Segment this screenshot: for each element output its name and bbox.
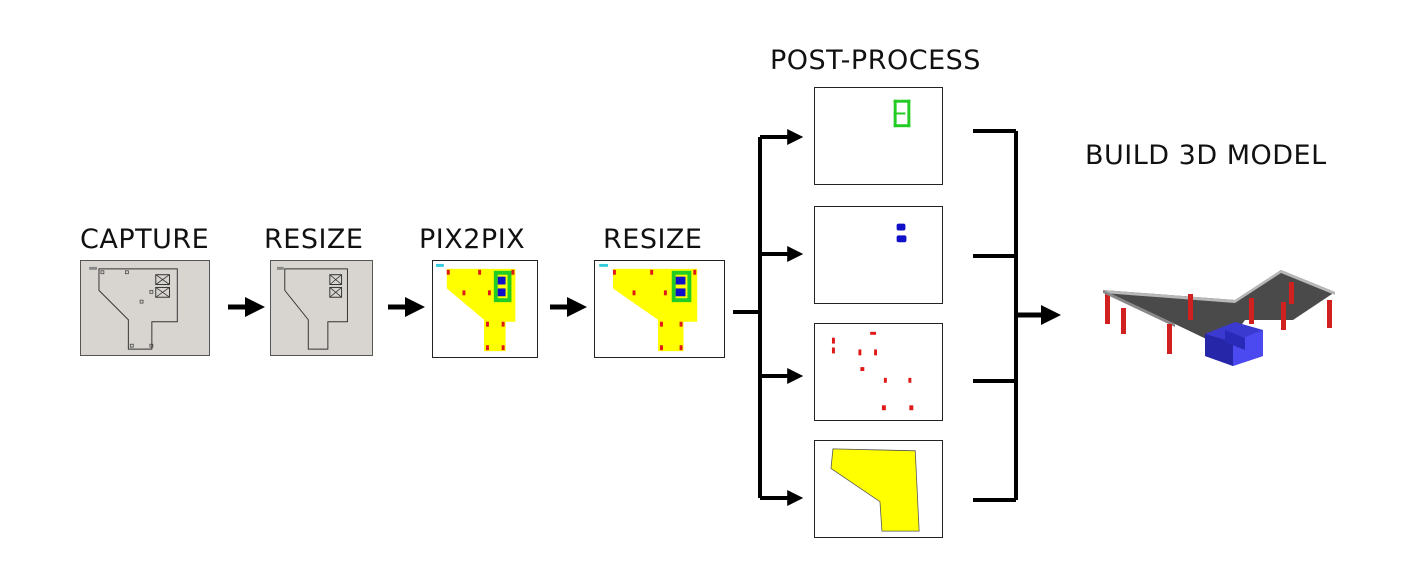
model-column	[1249, 298, 1254, 324]
post-process-columns-image	[814, 323, 943, 421]
pix2pix-output-image	[432, 260, 538, 358]
label-post-process: POST-PROCESS	[770, 45, 981, 76]
model-column	[1188, 294, 1193, 320]
model-column	[1167, 324, 1172, 354]
3d-building-model	[1103, 270, 1335, 366]
segmented-floorplan-icon	[595, 261, 724, 357]
model-column	[1327, 300, 1332, 328]
model-column	[1105, 294, 1110, 324]
model-slab	[1103, 270, 1335, 348]
label-resize-1: RESIZE	[264, 224, 364, 255]
label-pix2pix: PIX2PIX	[419, 224, 526, 255]
model-column	[1289, 282, 1294, 304]
columns-layer-icon	[815, 324, 942, 420]
resize-2-output-image	[594, 260, 725, 358]
label-resize-2: RESIZE	[603, 224, 703, 255]
capture-sketch-photo	[80, 260, 210, 356]
post-process-slab-image	[814, 440, 943, 538]
model-column	[1121, 308, 1126, 334]
label-capture: CAPTURE	[80, 224, 210, 255]
floorplan-sketch-icon	[271, 261, 372, 355]
resize-1-sketch-photo	[270, 260, 373, 356]
model-column	[1281, 302, 1286, 330]
label-build-3d-model: BUILD 3D MODEL	[1085, 140, 1327, 171]
segmented-floorplan-icon	[433, 261, 537, 357]
post-process-cores-image	[814, 206, 943, 304]
walls-layer-icon	[815, 88, 942, 184]
slab-layer-icon	[815, 441, 942, 537]
post-process-walls-image	[814, 87, 943, 185]
floorplan-sketch-icon	[81, 261, 209, 355]
cores-layer-icon	[815, 207, 942, 303]
